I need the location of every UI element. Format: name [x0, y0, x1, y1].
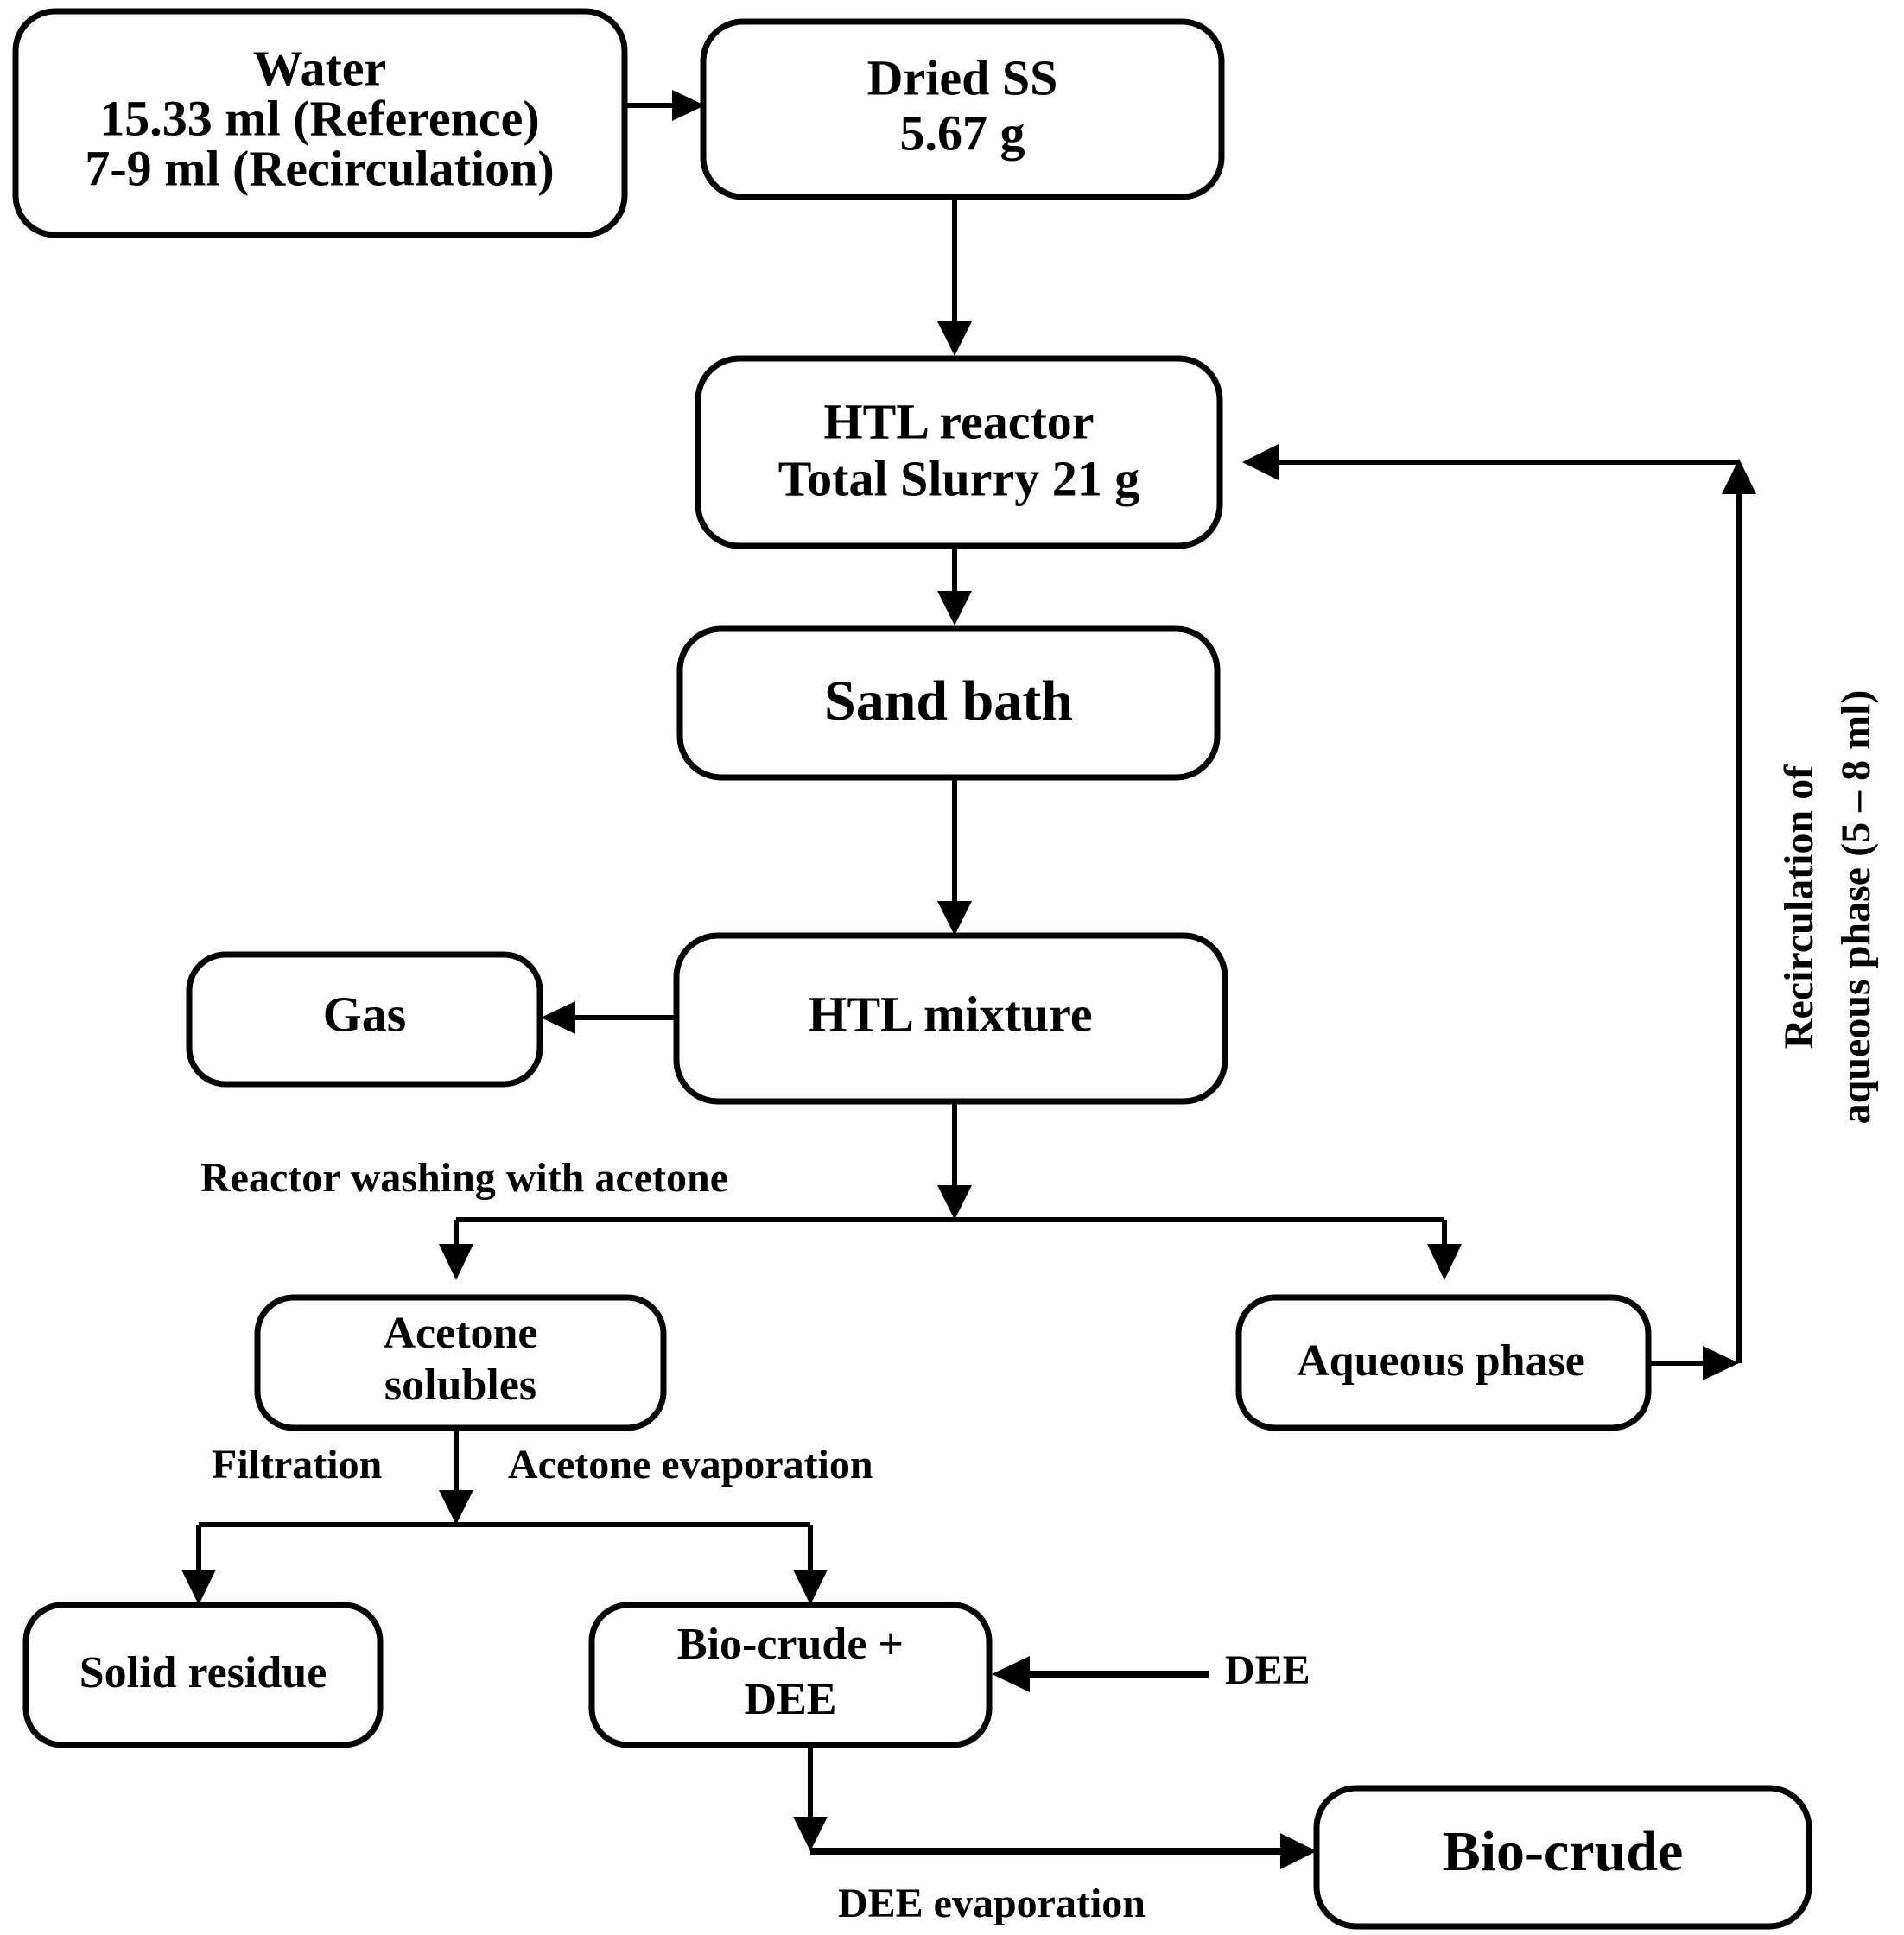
node-water-shape[interactable] [12, 8, 628, 238]
node-dried-ss[interactable]: Dried SS 5.67 g [700, 18, 1225, 200]
edge-water-to-dried-ss [625, 90, 705, 121]
node-sand-bath[interactable]: Sand bath [676, 625, 1221, 781]
edge-sand-bath-to-htl-mixture [937, 777, 972, 936]
node-dried-ss-line1: Dried SS [867, 49, 1058, 105]
node-aqueous-phase[interactable]: Aqueous phase [1235, 1294, 1652, 1431]
edge-htl-reactor-to-sand-bath [937, 546, 972, 625]
node-htl-mixture-shape[interactable] [673, 932, 1228, 1105]
label-recirculation: Recirculation of aqueous phase (5 – 8 ml… [1776, 690, 1879, 1125]
node-acetone-solubles-line2: solubles [384, 1361, 536, 1410]
node-acetone-solubles-shape[interactable] [254, 1294, 667, 1431]
node-biocrude-plus-dee-line2: DEE [745, 1675, 837, 1724]
node-dried-ss-shape[interactable] [700, 18, 1225, 200]
node-acetone-solubles-line1: Acetone [383, 1309, 537, 1358]
node-aqueous-phase-shape[interactable] [1235, 1294, 1652, 1431]
edge-recirculation-loop [1242, 444, 1756, 1380]
node-dried-ss-line2: 5.67 g [900, 105, 1025, 161]
node-solid-residue[interactable]: Solid residue [22, 1602, 384, 1748]
node-water-line2: 15.33 ml (Reference) [99, 90, 539, 146]
label-reactor-washing: Reactor washing with acetone [200, 1155, 728, 1201]
label-recirculation-line1: Recirculation of [1776, 764, 1822, 1049]
node-htl-reactor-shape[interactable] [695, 355, 1223, 549]
label-dee-input: DEE [1225, 1647, 1311, 1693]
node-water-line3: 7-9 ml (Recirculation) [85, 140, 554, 196]
node-biocrude-plus-dee-shape[interactable] [588, 1602, 993, 1748]
edge-dee-to-biocrude-dee [992, 1656, 1209, 1692]
node-htl-reactor-line1: HTL reactor [823, 393, 1094, 449]
label-dee-evaporation: DEE evaporation [838, 1881, 1146, 1926]
node-solid-residue-shape[interactable] [22, 1602, 384, 1748]
node-sand-bath-shape[interactable] [676, 625, 1221, 781]
node-gas-shape[interactable] [186, 951, 543, 1088]
node-water-line1: Water [253, 40, 387, 96]
label-acetone-evaporation: Acetone evaporation [508, 1442, 873, 1488]
node-water[interactable]: Water 15.33 ml (Reference) 7-9 ml (Recir… [12, 8, 628, 238]
node-htl-reactor[interactable]: HTL reactor Total Slurry 21 g [695, 355, 1223, 549]
node-aqueous-phase-line1: Aqueous phase [1297, 1336, 1585, 1386]
node-htl-mixture[interactable]: HTL mixture [673, 932, 1228, 1105]
node-htl-reactor-line2: Total Slurry 21 g [778, 450, 1139, 506]
label-recirculation-line2: aqueous phase (5 – 8 ml) [1833, 690, 1879, 1125]
node-biocrude-shape[interactable] [1313, 1785, 1812, 1930]
edge-htl-mixture-to-gas [541, 1001, 676, 1034]
node-gas[interactable]: Gas [186, 951, 543, 1088]
node-sand-bath-line1: Sand bath [824, 669, 1073, 733]
edge-biocrude-dee-to-biocrude [793, 1745, 1317, 1869]
edge-htl-mixture-split [439, 1101, 1462, 1280]
node-solid-residue-line1: Solid residue [79, 1648, 327, 1697]
node-biocrude-plus-dee-line1: Bio-crude + [677, 1620, 904, 1669]
edge-dried-ss-to-htl-reactor [937, 197, 972, 356]
node-biocrude[interactable]: Bio-crude [1313, 1785, 1812, 1930]
label-filtration: Filtration [212, 1442, 382, 1488]
node-htl-mixture-line1: HTL mixture [808, 986, 1092, 1042]
edge-acetone-solubles-split [181, 1428, 828, 1605]
node-biocrude-line1: Bio-crude [1443, 1820, 1684, 1883]
node-acetone-solubles[interactable]: Acetone solubles [254, 1294, 667, 1431]
node-biocrude-plus-dee[interactable]: Bio-crude + DEE [588, 1602, 993, 1748]
node-gas-line1: Gas [323, 986, 407, 1042]
